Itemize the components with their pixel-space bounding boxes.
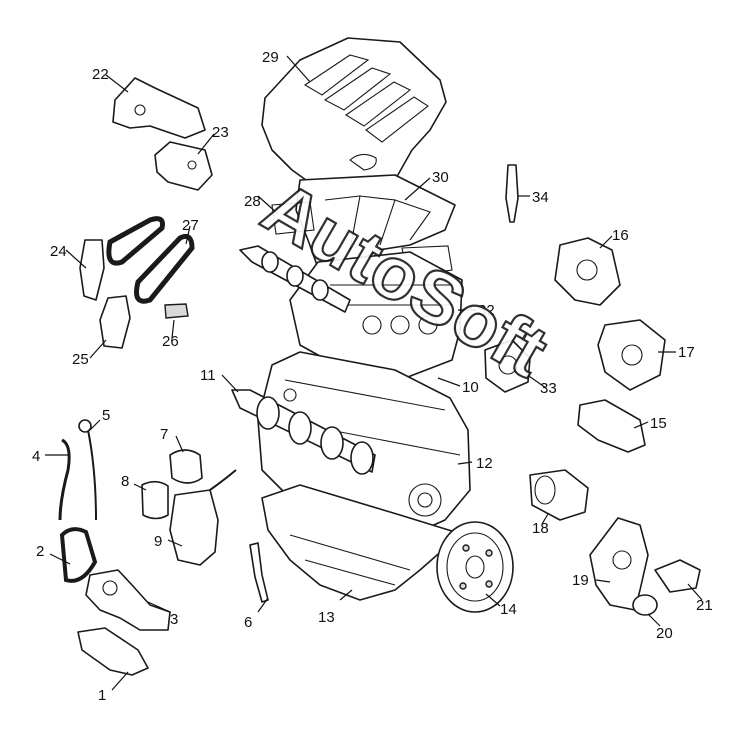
callout-12: 12 xyxy=(476,455,493,472)
callout-14: 14 xyxy=(500,601,517,618)
callout-34: 34 xyxy=(532,189,549,206)
callout-13: 13 xyxy=(318,609,335,626)
callout-21: 21 xyxy=(696,597,713,614)
callout-33: 33 xyxy=(540,380,557,397)
engine-cover-part xyxy=(261,37,447,201)
oil-pan-part xyxy=(261,484,456,601)
callout-1: 1 xyxy=(98,687,106,704)
callout-28: 28 xyxy=(244,193,261,210)
callout-30: 30 xyxy=(432,169,449,186)
camshaft-part xyxy=(239,245,351,313)
callout-6: 6 xyxy=(244,614,252,631)
callout-32: 32 xyxy=(478,302,495,319)
starter-part xyxy=(529,469,589,521)
callout-26: 26 xyxy=(162,333,179,350)
cylinder-head-part xyxy=(289,251,463,381)
callout-22: 22 xyxy=(92,66,109,83)
oil-pump-group xyxy=(59,527,171,676)
belt-tensioner-group xyxy=(79,216,195,349)
intake-manifold-part xyxy=(271,174,456,277)
upper-mount-part xyxy=(112,77,213,191)
callout-18: 18 xyxy=(532,520,549,537)
callout-9: 9 xyxy=(154,533,162,550)
callout-20: 20 xyxy=(656,625,673,642)
callout-15: 15 xyxy=(650,415,667,432)
callout-8: 8 xyxy=(121,473,129,490)
crankshaft-part xyxy=(231,389,376,475)
callout-25: 25 xyxy=(72,351,89,368)
pump-assembly-group xyxy=(554,237,666,453)
callout-11: 11 xyxy=(200,367,216,384)
callout-labels: 1 2 3 4 5 6 7 8 9 10 11 12 13 14 15 16 1… xyxy=(32,49,713,704)
callout-23: 23 xyxy=(212,124,229,141)
callout-24: 24 xyxy=(50,243,67,260)
leader-lines xyxy=(45,55,703,691)
callout-4: 4 xyxy=(32,448,40,465)
glow-plug-part xyxy=(505,164,519,223)
sensor-part xyxy=(249,542,269,603)
callout-16: 16 xyxy=(612,227,629,244)
callout-5: 5 xyxy=(102,407,110,424)
callout-2: 2 xyxy=(36,543,44,560)
callout-27: 27 xyxy=(182,217,199,234)
callout-29: 29 xyxy=(262,49,279,66)
callout-17: 17 xyxy=(678,344,695,361)
actuator-part xyxy=(484,339,531,393)
flywheel-part xyxy=(436,521,514,613)
callout-19: 19 xyxy=(572,572,589,589)
oil-filter-group xyxy=(141,449,237,566)
callout-10: 10 xyxy=(462,379,479,396)
engine-bracket-group xyxy=(589,517,701,616)
callout-7: 7 xyxy=(160,426,168,443)
callout-3: 3 xyxy=(170,611,178,628)
dipstick-group xyxy=(58,419,97,521)
